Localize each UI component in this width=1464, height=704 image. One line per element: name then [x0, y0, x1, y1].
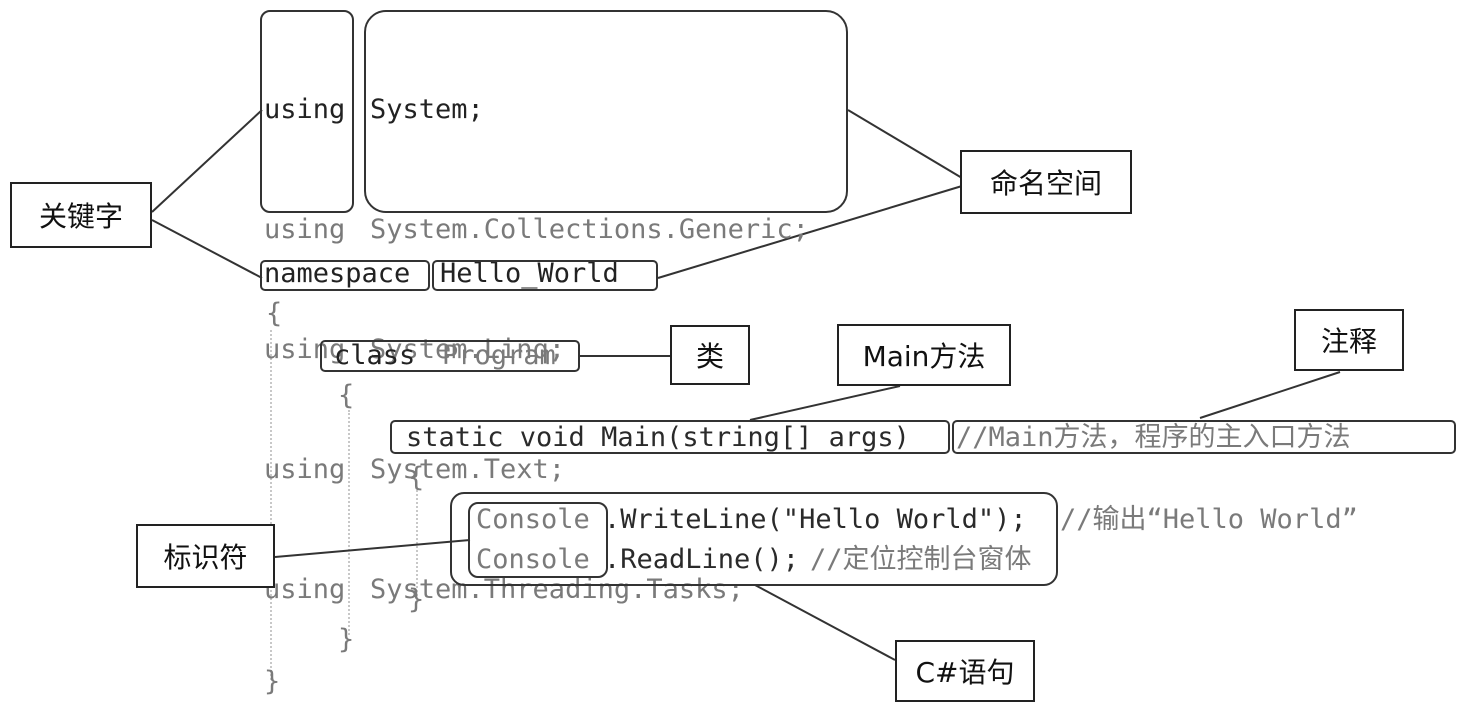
console-identifier: Console — [476, 504, 590, 535]
namespace-name: System.Linq; — [370, 334, 566, 365]
namespace-name: System.Threading.Tasks; — [370, 574, 744, 605]
readline-comment: //定位控制台窗体 — [810, 544, 1032, 575]
namespace-name: System.Collections.Generic; — [370, 214, 809, 245]
namespace-name-box — [432, 260, 658, 291]
class-keyword: class — [334, 340, 416, 371]
namespace-box — [364, 10, 848, 213]
main-open-brace: { — [408, 462, 425, 493]
console-identifier: Console — [476, 544, 590, 575]
namespace-declaration-name: Hello_World — [440, 258, 619, 289]
main-signature: static void Main(string[] args) — [406, 422, 910, 453]
class-open-brace: { — [338, 380, 355, 411]
using-keywords: using using using using using — [264, 10, 345, 650]
label-identifier: 标识符 — [136, 524, 275, 588]
class-name: Program — [442, 340, 556, 371]
using-keyword: using — [264, 214, 346, 245]
namespace-keyword: namespace — [264, 258, 411, 289]
namespace-keyword-box — [260, 260, 430, 291]
label-keyword: 关键字 — [10, 182, 152, 248]
using-keyword: using — [264, 454, 346, 485]
readline-call: .ReadLine(); — [604, 544, 800, 575]
label-main-method: Main方法 — [837, 324, 1011, 386]
label-statement: C#语句 — [895, 640, 1035, 702]
writeline-comment: //输出“Hello World” — [1060, 504, 1358, 535]
writeline-call: .WriteLine("Hello World"); — [604, 504, 1027, 535]
label-namespace: 命名空间 — [960, 150, 1132, 214]
using-keyword: using — [264, 94, 346, 125]
comment-box — [952, 420, 1456, 454]
indent-guide — [270, 330, 272, 680]
using-keyword: using — [264, 574, 346, 605]
namespace-open-brace: { — [266, 298, 283, 329]
indent-guide — [348, 410, 350, 635]
using-namespaces: System; System.Collections.Generic; Syst… — [370, 10, 809, 650]
identifier-box — [468, 502, 608, 578]
namespace-name: System.Text; — [370, 454, 566, 485]
using-keyword: using — [264, 334, 346, 365]
label-comment: 注释 — [1294, 309, 1404, 371]
class-box — [320, 340, 580, 372]
statement-box — [450, 492, 1058, 586]
main-comment: //Main方法，程序的主入口方法 — [956, 422, 1351, 453]
namespace-close-brace: } — [264, 666, 281, 697]
class-close-brace: } — [338, 624, 355, 655]
namespace-name: System; — [370, 94, 484, 125]
main-method-box — [390, 420, 950, 454]
keyword-box — [260, 10, 354, 213]
label-class: 类 — [670, 325, 750, 385]
main-close-brace: } — [408, 584, 425, 615]
